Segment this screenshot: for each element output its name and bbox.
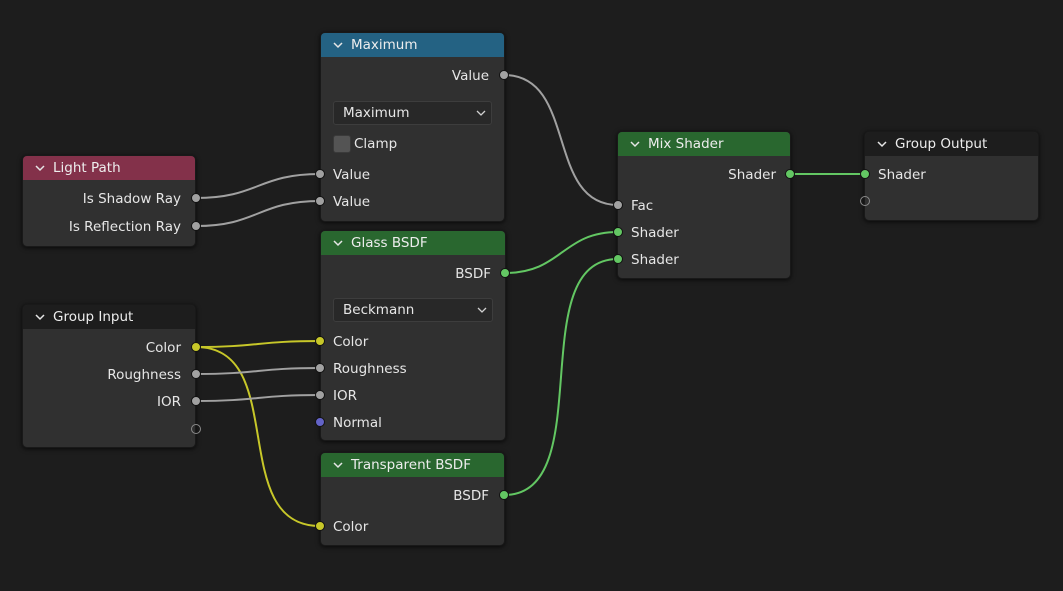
socket-group-color-out[interactable] [191, 342, 201, 352]
link-color-to-transparent [195, 346, 321, 527]
chevron-down-icon[interactable] [628, 137, 642, 151]
node-light-path[interactable]: Light Path Is Shadow Ray Is Reflection R… [22, 155, 196, 247]
socket-group-input-empty[interactable] [191, 424, 201, 434]
shader-input-label: Shader [878, 167, 926, 183]
socket-maximum-value-in-1[interactable] [315, 169, 325, 179]
link-ior-to-glass [195, 394, 321, 402]
node-maximum[interactable]: Maximum Value Maximum Clamp Value Value [320, 32, 505, 222]
node-group-input[interactable]: Group Input Color Roughness IOR [22, 304, 196, 448]
is-shadow-ray-label: Is Shadow Ray [82, 191, 181, 207]
chevron-down-icon[interactable] [33, 161, 47, 175]
socket-group-output-empty[interactable] [860, 196, 870, 206]
normal-input-label: Normal [333, 415, 382, 431]
socket-mix-shader-2-in[interactable] [613, 254, 623, 264]
node-title: Maximum [351, 37, 418, 53]
input-value-1-label: Value [333, 167, 371, 183]
shader-1-input-label: Shader [631, 225, 679, 241]
color-input-label: Color [333, 334, 369, 350]
color-input-label: Color [333, 519, 369, 535]
node-header[interactable]: Group Output [865, 132, 1038, 156]
is-reflection-ray-label: Is Reflection Ray [68, 219, 181, 235]
operation-value: Maximum [343, 105, 410, 121]
socket-is-shadow-ray-out[interactable] [191, 193, 201, 203]
chevron-down-icon[interactable] [875, 137, 889, 151]
node-title: Group Input [53, 309, 134, 325]
node-header[interactable]: Group Input [23, 305, 195, 329]
shader-2-input-label: Shader [631, 252, 679, 268]
node-glass-bsdf[interactable]: Glass BSDF BSDF Beckmann Color Roughness… [320, 230, 506, 441]
socket-mix-fac-in[interactable] [613, 200, 623, 210]
bsdf-output-label: BSDF [453, 488, 489, 504]
chevron-down-icon[interactable] [331, 236, 345, 250]
distribution-value: Beckmann [343, 302, 415, 318]
chevron-down-icon [477, 307, 487, 313]
chevron-down-icon[interactable] [331, 458, 345, 472]
node-header[interactable]: Transparent BSDF [321, 453, 504, 477]
socket-mix-shader-1-in[interactable] [613, 227, 623, 237]
link-reflection-ray-to-maximum [195, 200, 321, 227]
input-value-2-label: Value [333, 194, 371, 210]
socket-group-roughness-out[interactable] [191, 369, 201, 379]
output-value-label: Value [451, 68, 489, 84]
socket-is-reflection-ray-out[interactable] [191, 221, 201, 231]
socket-glass-bsdf-out[interactable] [500, 268, 510, 278]
node-title: Light Path [53, 160, 121, 176]
socket-transparent-color-in[interactable] [315, 521, 325, 531]
roughness-input-label: Roughness [333, 361, 407, 377]
socket-glass-normal-in[interactable] [315, 417, 325, 427]
roughness-output-label: Roughness [107, 367, 181, 383]
link-roughness-to-glass [195, 367, 321, 375]
bsdf-output-label: BSDF [455, 266, 491, 282]
node-mix-shader[interactable]: Mix Shader Shader Fac Shader Shader [617, 131, 791, 279]
node-title: Mix Shader [648, 136, 724, 152]
socket-mix-shader-out[interactable] [785, 169, 795, 179]
node-header[interactable]: Glass BSDF [321, 231, 505, 255]
link-transparent-to-shader2 [503, 258, 619, 496]
link-maximum-to-fac [503, 74, 619, 206]
node-title: Glass BSDF [351, 235, 428, 251]
chevron-down-icon[interactable] [331, 38, 345, 52]
chevron-down-icon[interactable] [33, 310, 47, 324]
node-header[interactable]: Mix Shader [618, 132, 790, 156]
fac-input-label: Fac [631, 198, 654, 214]
link-glass-to-shader1 [504, 231, 619, 274]
socket-group-output-shader-in[interactable] [860, 169, 870, 179]
distribution-dropdown[interactable]: Beckmann [333, 298, 493, 322]
socket-group-ior-out[interactable] [191, 396, 201, 406]
socket-transparent-bsdf-out[interactable] [499, 490, 509, 500]
node-header[interactable]: Maximum [321, 33, 504, 57]
color-output-label: Color [145, 340, 181, 356]
link-shadow-ray-to-maximum [195, 173, 321, 199]
operation-dropdown[interactable]: Maximum [333, 101, 492, 125]
socket-glass-roughness-in[interactable] [315, 363, 325, 373]
node-title: Transparent BSDF [351, 457, 471, 473]
ior-output-label: IOR [157, 394, 181, 410]
clamp-label: Clamp [354, 136, 398, 152]
clamp-checkbox[interactable] [333, 135, 351, 153]
link-color-to-glass [195, 340, 321, 348]
socket-maximum-value-in-2[interactable] [315, 196, 325, 206]
node-transparent-bsdf[interactable]: Transparent BSDF BSDF Color [320, 452, 505, 546]
ior-input-label: IOR [333, 388, 357, 404]
socket-maximum-value-out[interactable] [499, 70, 509, 80]
node-group-output[interactable]: Group Output Shader [864, 131, 1039, 221]
socket-glass-color-in[interactable] [315, 336, 325, 346]
node-title: Group Output [895, 136, 988, 152]
shader-output-label: Shader [728, 167, 776, 183]
chevron-down-icon [476, 110, 486, 116]
node-header[interactable]: Light Path [23, 156, 195, 180]
socket-glass-ior-in[interactable] [315, 390, 325, 400]
